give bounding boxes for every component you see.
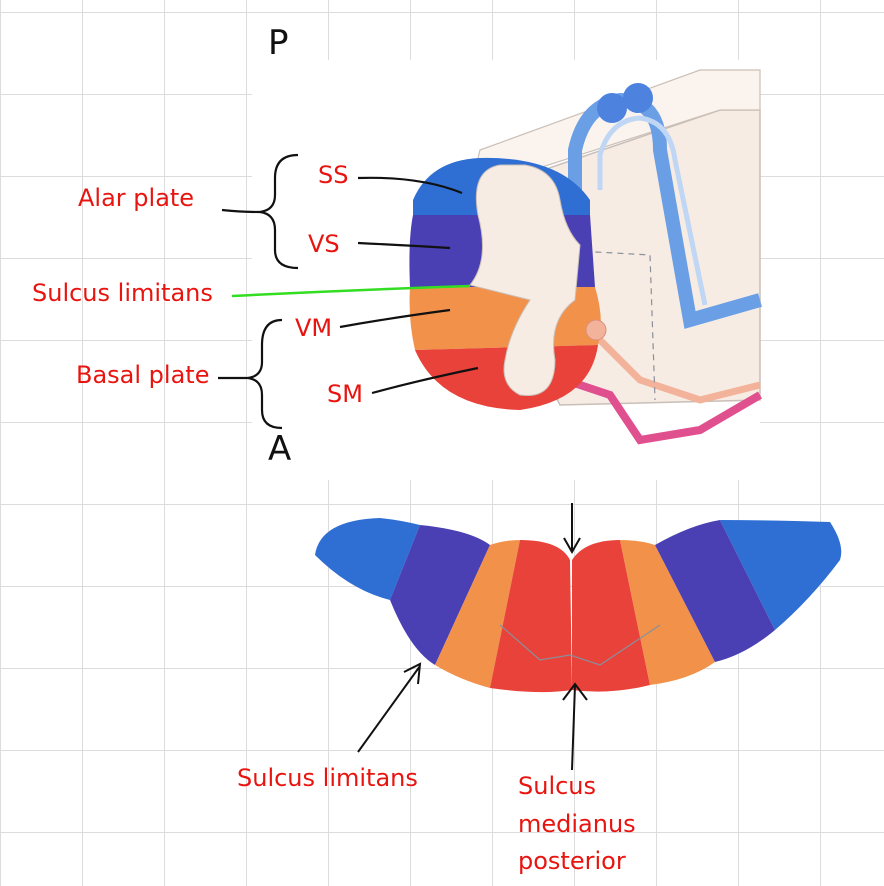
median-top-arrow — [563, 503, 581, 555]
basal-plate-label: Basal plate — [76, 361, 210, 389]
flattened-orange-right — [620, 540, 715, 685]
vm-pointer-line — [339, 308, 451, 329]
dorsal-root-ganglion — [597, 93, 627, 123]
sm-pointer-line — [371, 366, 479, 395]
alar-plate-label: Alar plate — [78, 184, 195, 212]
flattened-blue-right — [720, 520, 842, 630]
vs-pointer-line — [357, 241, 451, 250]
flattened-red-right — [572, 540, 650, 692]
flattened-purple-right — [655, 520, 775, 662]
alar-plate-brace — [221, 153, 299, 270]
ventral-root-nerve — [563, 376, 763, 445]
sulcus-limitans-label: Sulcus limitans — [32, 279, 213, 307]
ss-label: SS — [318, 161, 349, 189]
sulcus-limitans-line — [231, 284, 471, 298]
sulcus-medianus-line-3: posterior — [518, 847, 626, 875]
anterior-marker: A — [268, 429, 292, 469]
cross-section — [409, 157, 607, 410]
vs-label: VS — [308, 230, 340, 258]
sulcus-medianus-arrow — [562, 682, 588, 771]
posterior-marker: P — [268, 23, 289, 63]
lower-sulcus-limitans-label: Sulcus limitans — [237, 764, 418, 792]
sm-label: SM — [327, 380, 363, 408]
basal-plate-brace — [218, 318, 283, 430]
sulcus-limitans-arrow — [357, 662, 422, 753]
flattened-red-left — [490, 540, 572, 693]
vm-label: VM — [295, 314, 333, 342]
ss-pointer-line — [357, 176, 463, 195]
flattened-purple-left — [390, 525, 490, 665]
sulcus-medianus-line-1: Sulcus — [518, 772, 597, 800]
flattened-orange-left — [435, 540, 520, 688]
lower-illustration — [315, 503, 842, 771]
flattened-blue-left — [315, 518, 420, 600]
sulcus-medianus-line-2: medianus — [518, 810, 636, 838]
central-canal — [469, 164, 581, 397]
upper-illustration — [218, 60, 763, 480]
